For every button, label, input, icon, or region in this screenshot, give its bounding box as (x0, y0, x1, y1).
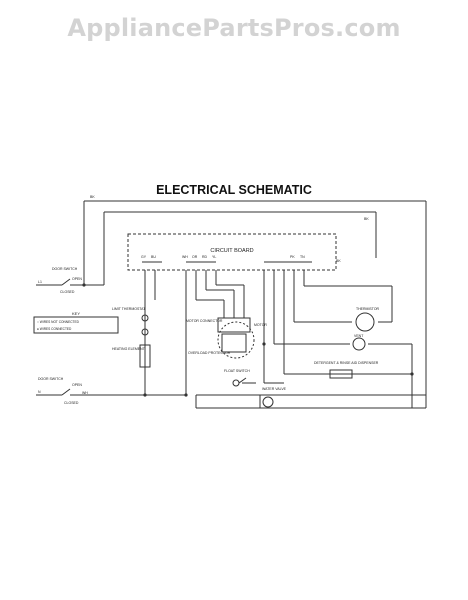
key-title: KEY (72, 311, 80, 316)
door-switch-top-closed: CLOSED (60, 290, 75, 294)
wire-label-gy: GY (141, 255, 147, 259)
overload-protector-label: OVERLOAD PROTECTOR (188, 351, 231, 355)
door-switch-top-label: DOOR SWITCH (52, 267, 78, 271)
wire-label-wh-bottom: WH (82, 391, 88, 395)
door-switch-bottom-closed: CLOSED (64, 401, 79, 405)
float-switch-label: FLOAT SWITCH (224, 369, 250, 373)
detergent-dispenser-label: DETERGENT & RINSE AID DISPENSER (314, 361, 379, 365)
wire-label-pk: PK (290, 255, 295, 259)
motor-connector-label: MOTOR CONNECTOR (186, 319, 223, 323)
heating-element-label: HEATING ELEMENT (112, 347, 146, 351)
door-switch-top-open: OPEN (72, 277, 82, 281)
wire-label-l1: L1 (38, 280, 42, 284)
limit-thermostat-label: LIMIT THERMOSTAT (112, 307, 146, 311)
key-line-1: ○ WIRES NOT CONNECTED (37, 320, 80, 324)
thermistor-label: THERMISTOR (356, 307, 380, 311)
vent-label: VENT (354, 334, 364, 338)
wire-label-bu: BU (151, 255, 156, 259)
watermark: AppliancePartsPros.com (67, 14, 401, 42)
wire-label-wh-board: WH (182, 255, 188, 259)
door-switch-bottom-open: OPEN (72, 383, 82, 387)
motor-label: MOTOR (254, 323, 267, 327)
water-valve-label: WATER VALVE (262, 387, 287, 391)
wire-label-bk-top: BK (90, 195, 95, 199)
wire-label-or: OR (192, 255, 198, 259)
circuit-board-label: CIRCUIT BOARD (210, 248, 253, 254)
wire-label-rd: RD (202, 255, 208, 259)
wire-label-bk-board: BK (336, 259, 341, 263)
key-line-2: ● WIRES CONNECTED (37, 327, 72, 331)
wire-label-n: N (38, 390, 41, 394)
door-switch-bottom-label: DOOR SWITCH (38, 377, 64, 381)
schematic-title: ELECTRICAL SCHEMATIC (156, 183, 312, 197)
wire-label-tn: TN (300, 255, 305, 259)
wire-label-yl: YL (212, 255, 216, 259)
wire-label-bk-right: BK (364, 217, 369, 221)
